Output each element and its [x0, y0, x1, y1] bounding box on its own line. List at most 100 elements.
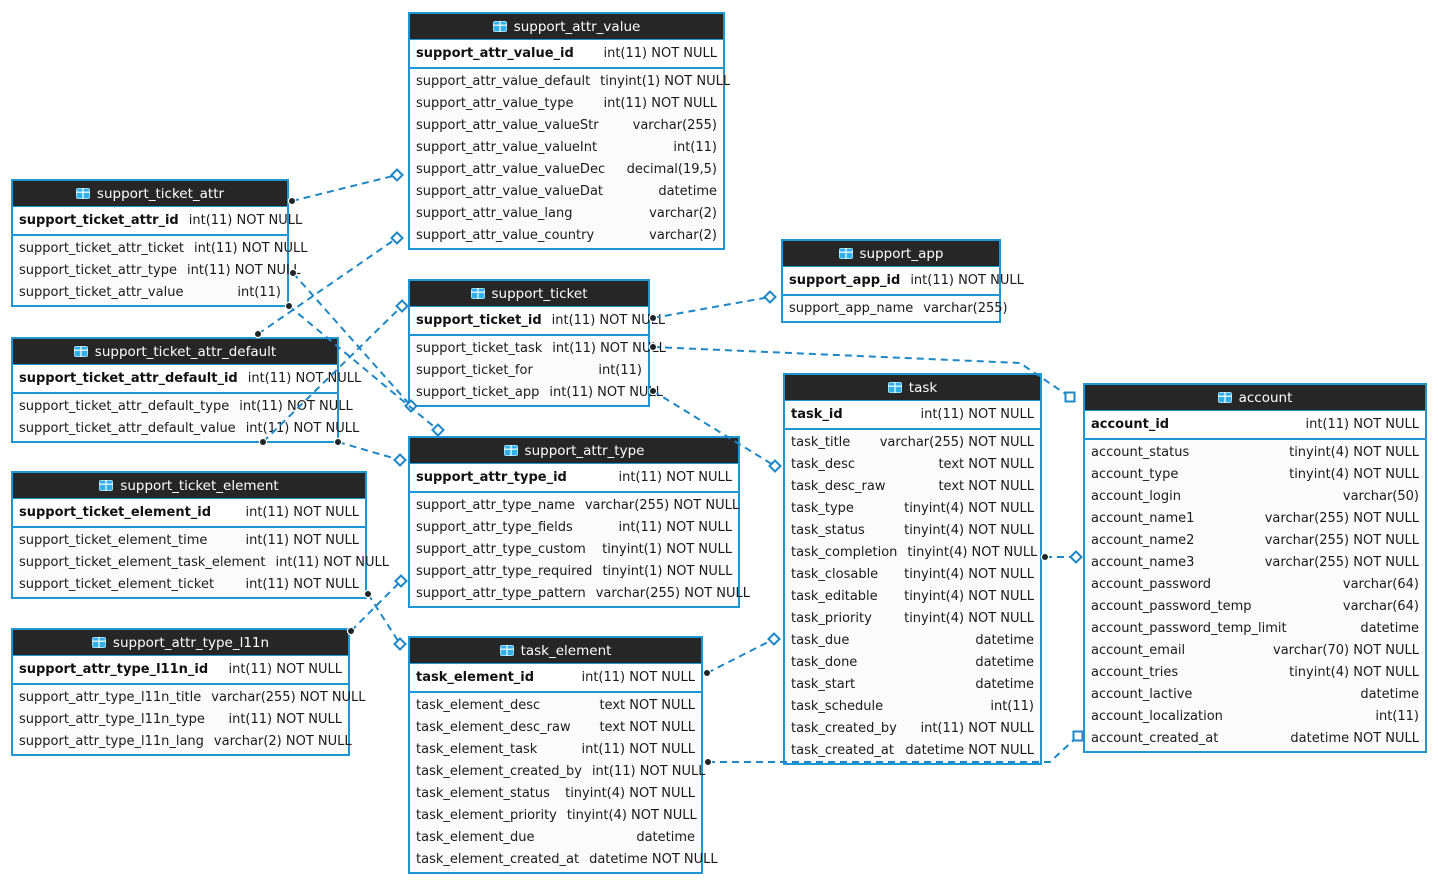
- table-header[interactable]: support_ticket: [410, 281, 648, 307]
- table-header[interactable]: support_ticket_attr_default: [13, 339, 337, 365]
- table-header[interactable]: task_element: [410, 638, 701, 664]
- table-header[interactable]: task: [785, 375, 1040, 401]
- table-header[interactable]: account: [1085, 385, 1425, 411]
- table-header[interactable]: support_attr_type_l11n: [13, 630, 348, 656]
- table-header[interactable]: support_ticket_element: [13, 473, 365, 499]
- table-header[interactable]: support_ticket_attr: [13, 181, 287, 207]
- field-type: varchar(255) NOT NULL: [584, 497, 740, 513]
- table-header[interactable]: support_app: [783, 241, 999, 267]
- table-header[interactable]: support_attr_type: [410, 438, 738, 464]
- relation-line-support_ticket_element-to-task_element: [367, 593, 401, 645]
- table-header[interactable]: support_attr_value: [410, 14, 723, 40]
